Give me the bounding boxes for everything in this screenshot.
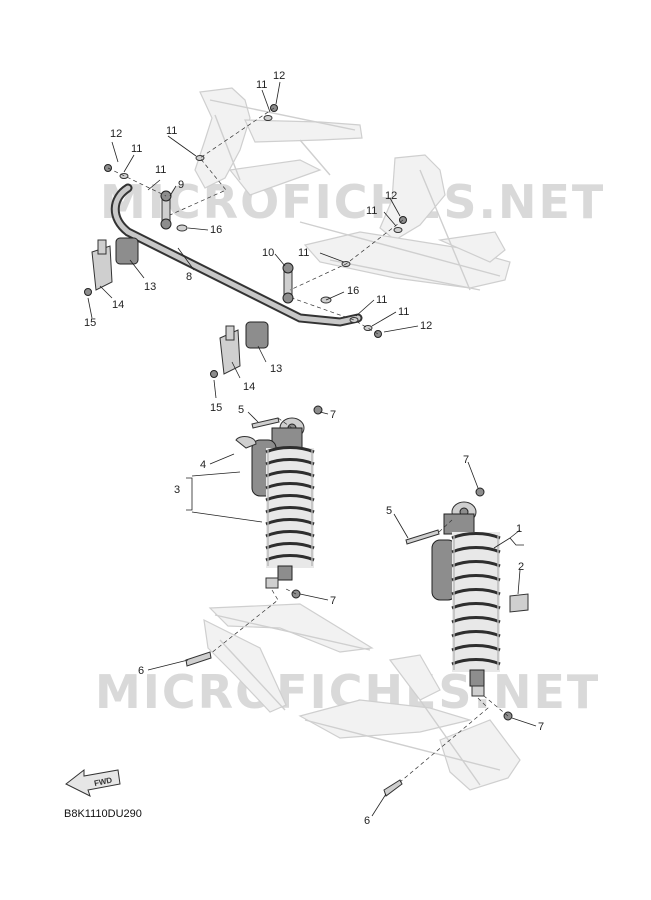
callout-15: 15 <box>210 402 222 414</box>
callout-16: 16 <box>347 285 359 297</box>
fasteners-top <box>84 104 407 378</box>
callouts: 12 11 11 9 11 11 12 16 10 11 12 11 16 11… <box>84 70 544 827</box>
callout-9: 9 <box>178 179 184 191</box>
alignment-lines <box>107 107 404 335</box>
callout-12: 12 <box>273 70 285 82</box>
leader-lines <box>87 81 537 817</box>
watermark-top: MICROFICHES.NET <box>100 175 605 229</box>
callout-7: 7 <box>330 409 336 421</box>
diagram-code: B8K1110DU290 <box>64 808 142 820</box>
callout-11: 11 <box>155 164 166 176</box>
callout-11: 11 <box>298 247 309 259</box>
callout-6: 6 <box>364 815 370 827</box>
lower-arm-ghost-right <box>299 154 511 291</box>
callout-11: 11 <box>256 79 267 91</box>
stabilizer-link-left <box>160 190 172 230</box>
callout-5: 5 <box>238 404 244 416</box>
stabilizer-bushing-left <box>91 237 139 291</box>
stabilizer-bushing-right <box>219 321 269 375</box>
callout-13: 13 <box>270 363 282 375</box>
stabilizer-link-right <box>282 262 294 304</box>
shock-absorber-right <box>431 501 529 697</box>
callout-11: 11 <box>398 306 409 318</box>
fwd-label: FWD <box>93 776 113 789</box>
upper-arm-ghost-left <box>194 87 363 196</box>
callout-8: 8 <box>186 271 192 283</box>
callout-3: 3 <box>174 484 180 496</box>
callout-14: 14 <box>243 381 255 393</box>
shock-absorber-left <box>235 417 315 589</box>
callout-11: 11 <box>376 294 387 306</box>
stabilizer-bar <box>110 183 363 327</box>
callout-4: 4 <box>200 459 206 471</box>
callout-7: 7 <box>463 454 469 466</box>
alignment-lines-lower <box>209 417 509 783</box>
callout-10: 10 <box>262 247 274 259</box>
callout-14: 14 <box>112 299 124 311</box>
fwd-arrow-icon: FWD <box>65 768 121 797</box>
lower-arm-ghost-bottom-right <box>298 654 521 791</box>
callout-1: 1 <box>516 523 522 535</box>
callout-15: 15 <box>84 317 96 329</box>
callout-2: 2 <box>518 561 524 573</box>
lower-arm-ghost-bottom-left <box>203 603 374 713</box>
callout-11: 11 <box>166 125 177 137</box>
callout-7: 7 <box>538 721 544 733</box>
callout-12: 12 <box>385 190 397 202</box>
callout-6: 6 <box>138 665 144 677</box>
callout-11: 11 <box>131 143 142 155</box>
callout-5: 5 <box>386 505 392 517</box>
callout-11: 11 <box>366 205 377 217</box>
callout-7: 7 <box>330 595 336 607</box>
callout-16: 16 <box>210 224 222 236</box>
callout-13: 13 <box>144 281 156 293</box>
callout-12: 12 <box>420 320 432 332</box>
callout-12: 12 <box>110 128 122 140</box>
